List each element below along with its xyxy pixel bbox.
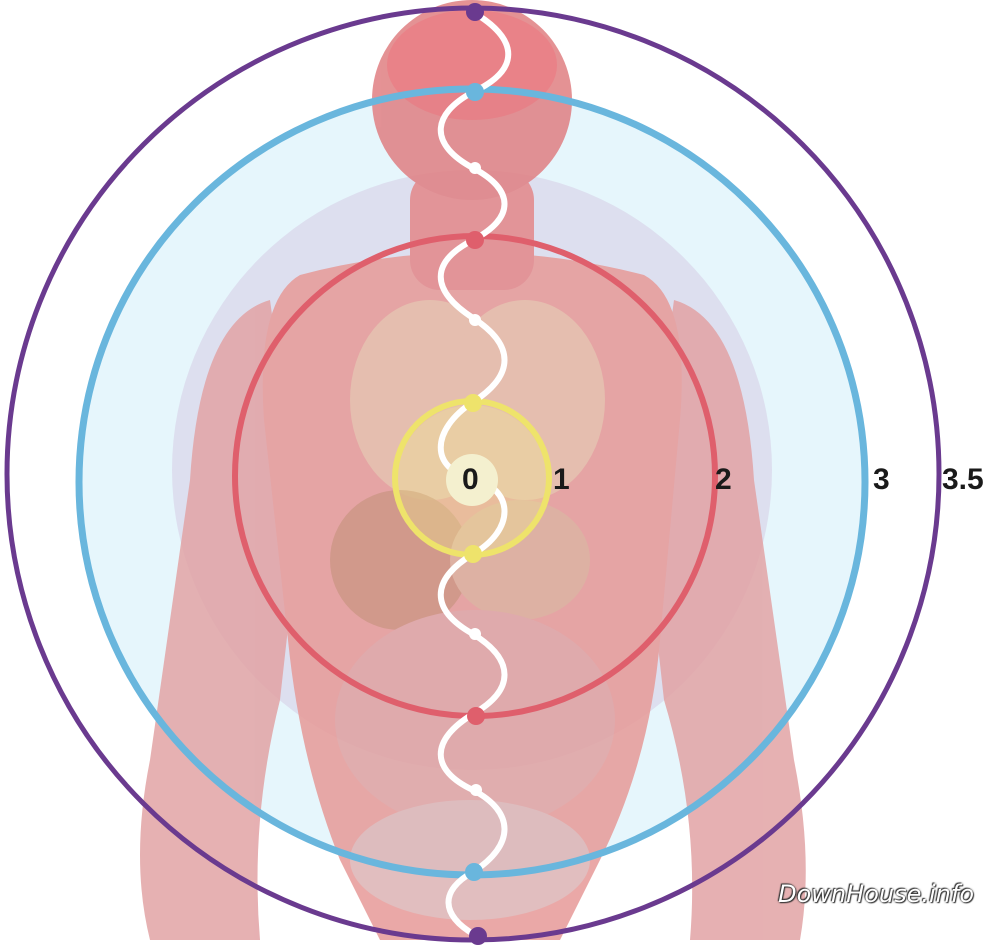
node-white (470, 784, 482, 796)
node-white (469, 628, 481, 640)
node-bottom-blue (465, 863, 483, 881)
node-top-purple (466, 3, 484, 21)
node-white (469, 162, 481, 174)
ring-label-3: 3 (873, 465, 890, 495)
ring-label-0: 0 (462, 465, 479, 495)
node-top-yellow (464, 394, 482, 412)
node-bottom-red (467, 707, 485, 725)
watermark: DownHouse.info (778, 880, 974, 908)
ring-label-2: 2 (715, 465, 732, 495)
node-bottom-yellow (464, 545, 482, 563)
ring-label-3-5: 3.5 (942, 465, 984, 495)
pelvis (350, 800, 590, 920)
ring-label-1: 1 (553, 465, 570, 495)
node-bottom-purple (469, 927, 487, 945)
node-top-red (466, 231, 484, 249)
node-top-blue (466, 83, 484, 101)
node-white (469, 314, 481, 326)
